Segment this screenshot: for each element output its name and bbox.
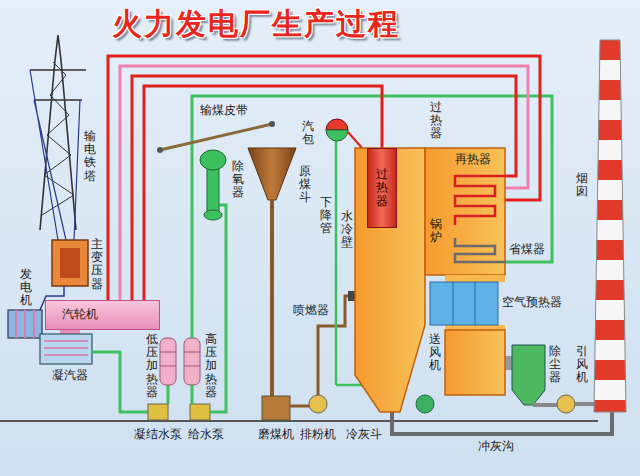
component-label: 排粉机 xyxy=(300,428,336,441)
component-label: 磨煤机 xyxy=(258,428,294,441)
dust-collector xyxy=(512,345,545,405)
reheat-pipe xyxy=(120,66,528,300)
superheater-box: 过热器 xyxy=(367,148,397,228)
deaerator-tank xyxy=(200,150,226,170)
coal-pipe xyxy=(290,405,309,408)
steam-pipe xyxy=(132,76,516,300)
condenser-symbol xyxy=(40,334,92,364)
component-label: 下降管 xyxy=(320,196,332,236)
belt-pulley xyxy=(157,147,163,153)
component-label: 除氧器 xyxy=(232,160,244,200)
drum-symbol xyxy=(326,119,348,130)
condensate-pipe xyxy=(92,352,148,412)
reheater-coil xyxy=(455,176,505,225)
component-label: 冲灰沟 xyxy=(478,440,514,453)
pump-symbol xyxy=(190,404,210,420)
node-text: 锅炉 xyxy=(430,218,442,244)
component-label: 送风机 xyxy=(429,333,441,373)
backpass-shape xyxy=(425,148,505,275)
tower-legs xyxy=(40,35,76,230)
fan-symbol xyxy=(309,395,327,413)
generator-stripes xyxy=(16,310,34,338)
deaerator-column xyxy=(207,168,219,213)
riser-pipe xyxy=(348,132,362,148)
backpass-shape xyxy=(445,330,505,395)
component-label: 水冷壁 xyxy=(341,210,353,250)
heater-bands xyxy=(184,352,200,366)
water-pipe xyxy=(167,385,170,404)
main-steam-pipe xyxy=(144,86,382,300)
air-preheater xyxy=(430,282,498,325)
tower-crossarm xyxy=(34,99,82,101)
component-label: 主变压器 xyxy=(91,238,103,291)
chimney xyxy=(594,40,626,412)
furnace-shape xyxy=(355,148,425,412)
reheat-pipe xyxy=(108,56,540,300)
floor-line xyxy=(0,420,598,422)
component-label: 除尘器 xyxy=(549,345,561,385)
component-label: 低压加热器 xyxy=(146,333,158,399)
belt-pulley xyxy=(269,121,275,127)
pump-symbol xyxy=(148,404,168,420)
diagram-title: 火力发电厂生产过程 xyxy=(112,4,400,45)
turbine-box: 汽轮机 xyxy=(45,300,160,330)
node-text: 汽轮机 xyxy=(62,308,98,321)
ash-channel xyxy=(392,412,612,434)
boiler-body: 锅炉 过热器 xyxy=(355,148,505,412)
coal-belt xyxy=(160,124,272,150)
transformer-core xyxy=(60,248,80,278)
component-label: 输煤皮带 xyxy=(200,104,248,117)
tower-bracing xyxy=(42,62,74,215)
generator-symbol xyxy=(8,310,42,338)
water-pipe xyxy=(191,385,194,404)
heater-symbol xyxy=(184,338,200,385)
fan-symbol xyxy=(416,395,434,413)
power-wire xyxy=(30,70,80,240)
coal-pipe xyxy=(270,200,274,396)
component-label: 汽包 xyxy=(302,120,314,146)
flue-duct xyxy=(505,356,512,370)
flue-duct xyxy=(575,402,594,406)
component-label: 过热器 xyxy=(430,101,442,141)
component-label: 冷灰斗 xyxy=(346,428,382,441)
transformer-symbol xyxy=(52,240,88,286)
condenser-tubes xyxy=(44,341,88,355)
air-preheater-lines xyxy=(453,282,475,325)
flue-duct xyxy=(533,403,557,407)
component-label: 输电铁塔 xyxy=(84,130,96,183)
component-label: 高压加热器 xyxy=(205,333,217,399)
drum-symbol xyxy=(326,130,348,141)
coal-hopper xyxy=(248,148,296,200)
tower-crossarm xyxy=(30,69,86,71)
economizer-coil xyxy=(455,238,505,262)
component-label: 发电机 xyxy=(20,268,32,308)
backpass-shape xyxy=(445,275,505,282)
component-label: 烟囱 xyxy=(576,172,588,198)
component-label: 再热器 xyxy=(455,153,491,166)
component-label: 空气预热器 xyxy=(502,296,562,309)
deaerator-base xyxy=(204,210,222,220)
downcomer-pipe xyxy=(335,141,338,385)
component-label: 喷燃器 xyxy=(293,304,329,317)
heater-symbol xyxy=(160,338,176,385)
component-label: 原煤斗 xyxy=(299,165,311,205)
fan-symbol xyxy=(557,395,575,413)
component-label: 给水泵 xyxy=(188,428,224,441)
component-label: 凝结水泵 xyxy=(134,428,182,441)
heater-bands xyxy=(160,352,176,366)
node-text: 过热器 xyxy=(376,168,388,208)
component-label: 省煤器 xyxy=(509,243,545,256)
component-label: 凝汽器 xyxy=(52,369,88,382)
component-label: 引风机 xyxy=(576,345,588,385)
mill-symbol xyxy=(262,396,290,420)
downcomer-pipe xyxy=(336,384,362,387)
